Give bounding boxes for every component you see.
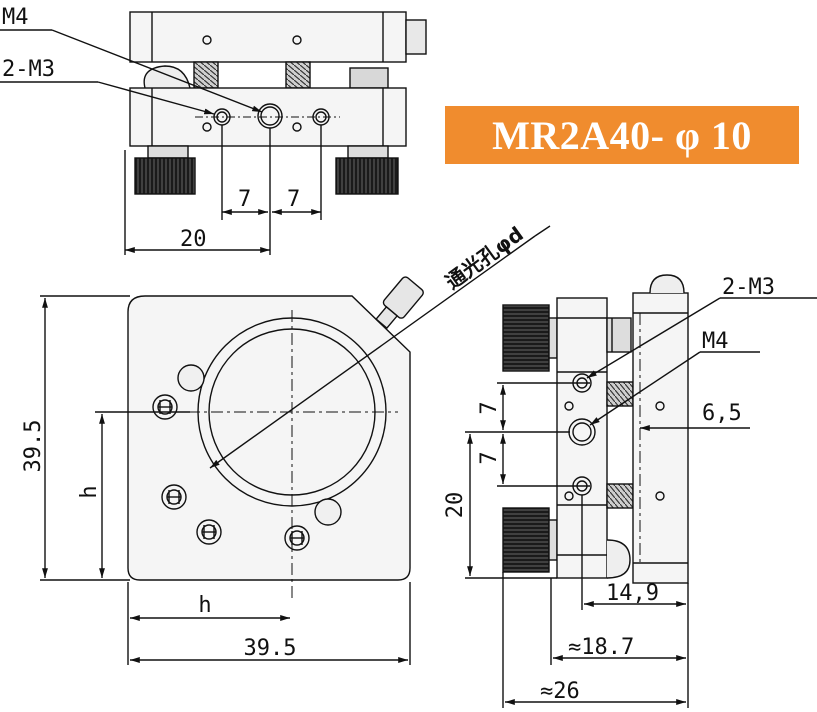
screw-2	[161, 484, 187, 510]
label-side-2m3: 2-M3	[722, 275, 775, 300]
side-knob-top	[502, 304, 550, 372]
label-top-2m3: 2-M3	[2, 57, 55, 82]
side-right-plate	[632, 292, 689, 584]
label-top-m4: M4	[2, 5, 29, 30]
label-front-height: 39.5	[21, 420, 46, 473]
label-side-dim-20: 20	[443, 492, 468, 519]
label-front-width: 39.5	[244, 636, 297, 661]
label-side-dim-7-lower: 7	[477, 451, 502, 464]
screw-1	[152, 394, 178, 420]
top-view	[0, 11, 427, 255]
label-front-h-horizontal: h	[198, 593, 211, 618]
model-title-badge: MR2A40- φ 10	[445, 106, 799, 164]
front-view	[40, 225, 551, 665]
screw-3	[196, 519, 222, 545]
knob-left	[134, 157, 196, 195]
side-spring-top	[606, 381, 634, 407]
screw-4	[284, 525, 310, 551]
label-side-dim-6-5: 6,5	[702, 401, 742, 426]
label-side-dim-18-7: ≈18.7	[568, 635, 634, 660]
side-view	[465, 274, 817, 708]
top-side-knob	[405, 19, 427, 55]
spring-left	[193, 61, 219, 89]
label-side-m4: M4	[702, 329, 729, 354]
base-block	[129, 87, 407, 147]
label-top-dim-20: 20	[180, 227, 207, 252]
top-plate	[129, 11, 407, 63]
label-top-dim-7-right: 7	[287, 187, 300, 212]
label-side-dim-14-9: 14,9	[606, 581, 659, 606]
label-aperture: 通光孔φd	[441, 222, 528, 294]
label-side-dim-7-upper: 7	[477, 401, 502, 414]
label-top-dim-7-left: 7	[238, 187, 251, 212]
side-spring-bottom	[606, 483, 634, 509]
side-knob-bottom	[502, 507, 550, 573]
knob-right	[335, 157, 399, 195]
spring-right	[285, 61, 311, 89]
label-front-h-vertical: h	[77, 485, 102, 498]
label-side-dim-26: ≈26	[540, 679, 580, 704]
